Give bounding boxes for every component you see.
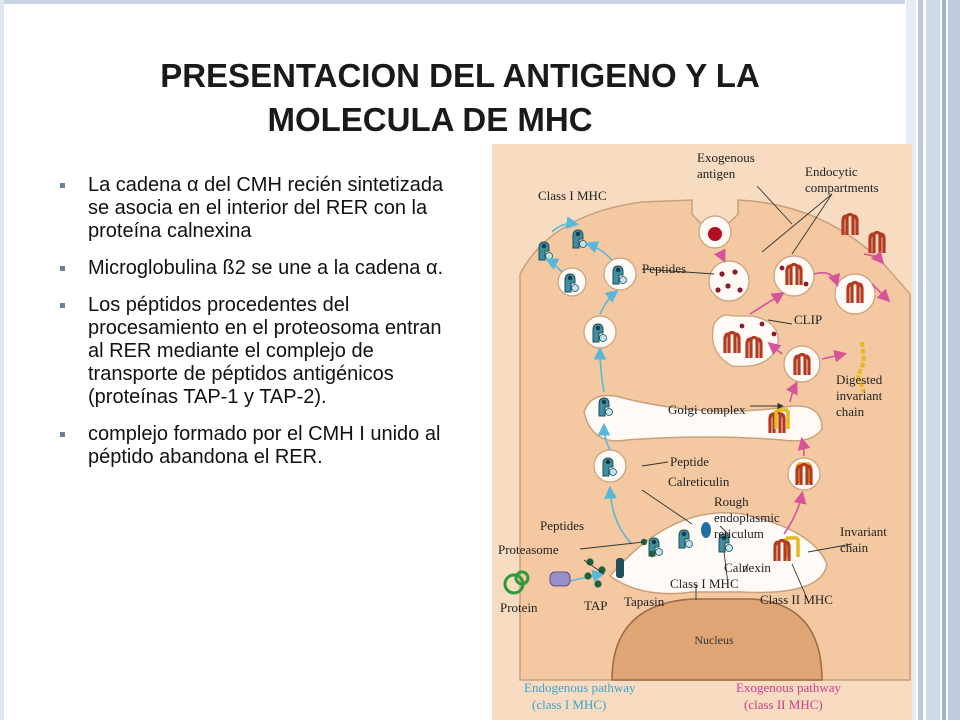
label-calreticulin: Calreticulin: [668, 474, 730, 489]
bullet-item: Los péptidos procedentes del procesamien…: [60, 294, 455, 409]
label-exogenous-antigen: Exogenous: [697, 150, 755, 165]
title-line-1: PRESENTACION DEL ANTIGENO Y LA: [160, 57, 760, 94]
bullet-square-icon: [60, 266, 65, 271]
label-class1-mhc-top: Class I MHC: [538, 188, 607, 203]
label-leader-lines: [579, 185, 853, 600]
label-endocytic-compartments: Endocytic: [805, 164, 858, 179]
legend-exogenous-pathway: Exogenous pathway: [736, 680, 842, 695]
class1-vesicles: [538, 229, 693, 557]
label-calnexin: Calnexin: [724, 560, 771, 575]
svg-text:endoplasmic: endoplasmic: [714, 510, 780, 525]
bullet-square-icon: [60, 432, 65, 437]
label-tapasin: Tapasin: [624, 594, 665, 609]
label-protein: Protein: [500, 600, 538, 615]
label-rough-er: Rough: [714, 494, 749, 509]
svg-text:(class II MHC): (class II MHC): [744, 697, 823, 712]
bullet-item: complejo formado por el CMH I unido al p…: [60, 423, 455, 469]
svg-text:compartments: compartments: [805, 180, 879, 195]
bullet-item: La cadena α del CMH recién sintetizada s…: [60, 174, 455, 243]
label-nucleus: Nucleus: [694, 633, 734, 647]
svg-text:chain: chain: [840, 540, 869, 555]
slide-title: PRESENTACION DEL ANTIGENO Y LA MOLECULA …: [60, 54, 860, 142]
label-tap: TAP: [584, 598, 608, 613]
svg-text:invariant: invariant: [836, 388, 883, 403]
svg-text:(class I MHC): (class I MHC): [532, 697, 606, 712]
label-peptide: Peptide: [670, 454, 709, 469]
label-digested-invariant-chain: Digested: [836, 372, 883, 387]
slide-side-decoration: [906, 0, 960, 720]
label-invariant-chain: Invariant: [840, 524, 887, 539]
bullet-square-icon: [60, 183, 65, 188]
label-golgi-complex: Golgi complex: [668, 402, 746, 417]
label-class1-mhc-bottom: Class I MHC: [670, 576, 739, 591]
svg-text:reticulum: reticulum: [714, 526, 764, 541]
label-clip: CLIP: [794, 312, 822, 327]
title-line-2: MOLECULA DE MHC: [267, 101, 593, 138]
svg-text:chain: chain: [836, 404, 865, 419]
label-peptides-bottom: Peptides: [540, 518, 584, 533]
endocytic-vesicles: [698, 212, 886, 563]
nucleus: [611, 598, 823, 681]
bullet-square-icon: [60, 303, 65, 308]
antigen-presentation-diagram: Nucleus: [492, 144, 912, 720]
golgi-complex: [583, 394, 823, 442]
label-class2-mhc-bottom: Class II MHC: [760, 592, 833, 607]
legend-endogenous-pathway: Endogenous pathway: [524, 680, 636, 695]
proteasome-pathway: [503, 522, 733, 595]
rough-er: [608, 512, 828, 595]
bullet-item: Microglobulina ß2 se une a la cadena α.: [60, 257, 455, 280]
svg-text:antigen: antigen: [697, 166, 736, 181]
exogenous-arrows: [713, 248, 891, 535]
label-proteasome: Proteasome: [498, 542, 559, 557]
slide-left-border: [0, 0, 4, 720]
bullet-list: La cadena α del CMH recién sintetizada s…: [60, 174, 455, 483]
label-peptides-top: Peptides: [642, 261, 686, 276]
slide-top-border: [0, 0, 905, 4]
